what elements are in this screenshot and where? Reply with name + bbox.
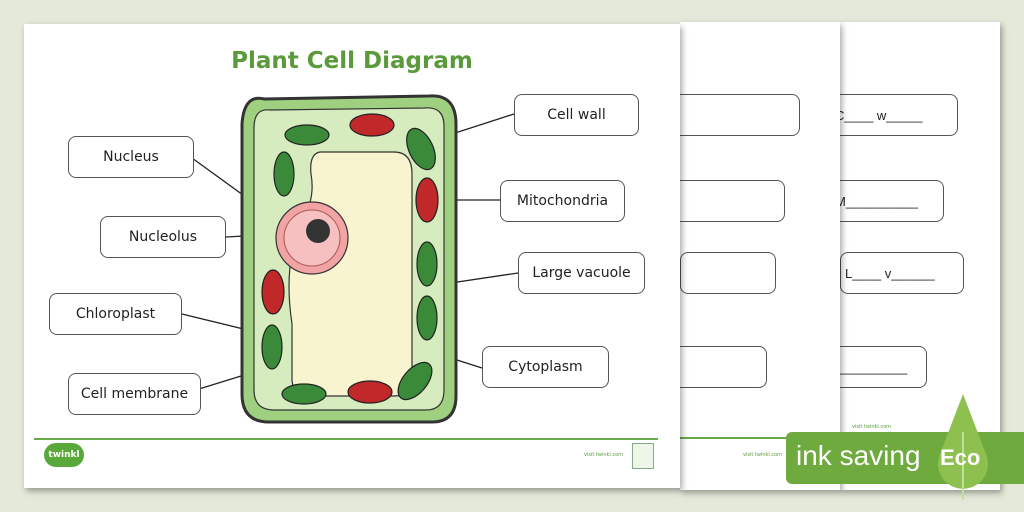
chloroplast [416,241,438,287]
worksheet-page-front: Plant Cell Diagram [24,24,680,488]
plant-cell-diagram [181,94,519,424]
blank-mitochondria: M__________ [830,180,944,222]
blank-cytoplasm: __________ [830,346,927,388]
footer-visit: visit twinkl.com [743,452,783,458]
label-cytoplasm: Cytoplasm [482,346,609,388]
footer-visit: visit twinkl.com [852,424,892,430]
mitochondrion [349,113,395,137]
worksheet-page-back: C____ w_____ M__________ L____ v______ _… [830,22,1000,490]
worksheet-page-middle: visit twinkl.com [670,22,840,490]
chloroplast [416,295,438,341]
mitochondria [261,113,439,404]
page-title: Plant Cell Diagram [231,48,473,74]
chloroplast [261,324,283,370]
label-mitochondria: Mitochondria [500,180,625,222]
chloroplasts [261,124,438,405]
label-cell-membrane: Cell membrane [68,373,201,415]
blank-box [670,180,785,222]
chloroplast [281,383,327,405]
footer-visit: visit twinkl.com [584,452,624,458]
label-cell-wall: Cell wall [514,94,639,136]
ink-saving-text: ink saving [796,440,921,471]
label-nucleus: Nucleus [68,136,194,178]
mitochondrion [415,177,439,223]
twinkl-logo-text: twinkl [48,450,80,460]
footer-line [680,437,830,439]
blank-box [670,94,800,136]
label-chloroplast: Chloroplast [49,293,182,335]
footer-line [34,438,658,440]
blank-box [670,346,767,388]
mitochondrion [261,269,285,315]
quality-badge-icon [632,443,654,469]
chloroplast [273,151,295,197]
twinkl-logo: twinkl [44,443,84,467]
eco-label: Eco [940,445,981,470]
nucleolus [306,219,330,243]
label-large-vacuole: Large vacuole [518,252,645,294]
blank-box [680,252,776,294]
mitochondrion [347,380,393,404]
chloroplast [284,124,330,146]
blank-large-vacuole: L____ v______ [840,252,964,294]
ink-drop-icon [938,394,988,500]
blank-cell-wall: C____ w_____ [830,94,958,136]
label-nucleolus: Nucleolus [100,216,226,258]
chloroplast [406,127,436,171]
chloroplast [397,361,433,401]
